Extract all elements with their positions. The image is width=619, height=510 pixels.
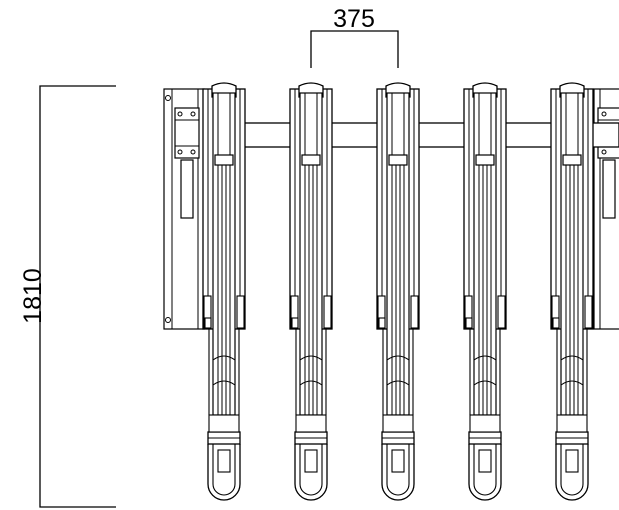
bolt-icon <box>177 111 183 117</box>
rack-arm-sides <box>208 329 240 415</box>
rack-arm-ribs <box>473 355 497 386</box>
spacing-dimension-label: 375 <box>333 5 375 33</box>
wheel-stop <box>391 449 405 473</box>
bolt-icon <box>190 111 196 117</box>
height-dimension: 1810 <box>19 85 116 508</box>
wheel-hoop-inner <box>386 444 410 496</box>
rack-unit <box>463 82 507 501</box>
rack-latch <box>214 154 234 166</box>
spacing-dimension: 375 <box>310 5 399 68</box>
right-bracket-slot <box>602 159 616 219</box>
rack-arm-ribs <box>386 355 410 386</box>
wheel-stop <box>478 449 492 473</box>
rack-latch <box>388 154 408 166</box>
rack-arm <box>299 92 323 416</box>
rack-hinge-right <box>410 295 419 329</box>
rack-arm <box>386 92 410 416</box>
wheel-hoop-inner <box>299 444 323 496</box>
wheel-hoop <box>468 444 502 501</box>
spacing-dimension-line <box>310 30 399 68</box>
bolt-icon <box>177 149 183 155</box>
rack-latch <box>475 154 495 166</box>
rack-arm-sides <box>382 329 414 415</box>
rack-arm-sides <box>556 329 588 415</box>
rack-unit <box>202 82 246 501</box>
wheel-stop <box>304 449 318 473</box>
rack-hinge-right <box>497 295 506 329</box>
bolt-icon <box>165 317 171 323</box>
bolt-icon <box>601 111 607 117</box>
rack-arm-sides <box>469 329 501 415</box>
wheel-stop <box>217 449 231 473</box>
rack-hinge-right <box>236 295 245 329</box>
rack-unit <box>550 82 594 501</box>
wheel-hoop-inner <box>560 444 584 496</box>
rack-arm-ribs <box>299 355 323 386</box>
wheel-hoop <box>207 444 241 501</box>
wheel-hoop-inner <box>473 444 497 496</box>
rack-hinge-right <box>323 295 332 329</box>
rack-arm-ribs <box>212 355 236 386</box>
rack-latch <box>562 154 582 166</box>
rack-hinge-right <box>584 295 593 329</box>
left-wall-bracket <box>163 88 205 330</box>
wheel-stop <box>565 449 579 473</box>
bolt-icon <box>601 149 607 155</box>
wheel-hoop <box>555 444 589 501</box>
wheel-hoop <box>294 444 328 501</box>
height-dimension-label: 1810 <box>19 268 47 324</box>
rack-arm-ribs <box>560 355 584 386</box>
rack-units <box>202 82 594 501</box>
rack-latch <box>301 154 321 166</box>
rack-unit <box>376 82 420 501</box>
left-bracket-clamp <box>174 107 200 159</box>
bolt-icon <box>190 149 196 155</box>
bolt-icon <box>165 95 171 101</box>
wheel-hoop <box>381 444 415 501</box>
rack-arm <box>212 92 236 416</box>
height-dimension-line <box>39 85 116 508</box>
rack-unit <box>289 82 333 501</box>
wheel-hoop-inner <box>212 444 236 496</box>
rack-arm-sides <box>295 329 327 415</box>
rack-arm <box>560 92 584 416</box>
left-bracket-slot <box>180 159 194 219</box>
rack-arm <box>473 92 497 416</box>
